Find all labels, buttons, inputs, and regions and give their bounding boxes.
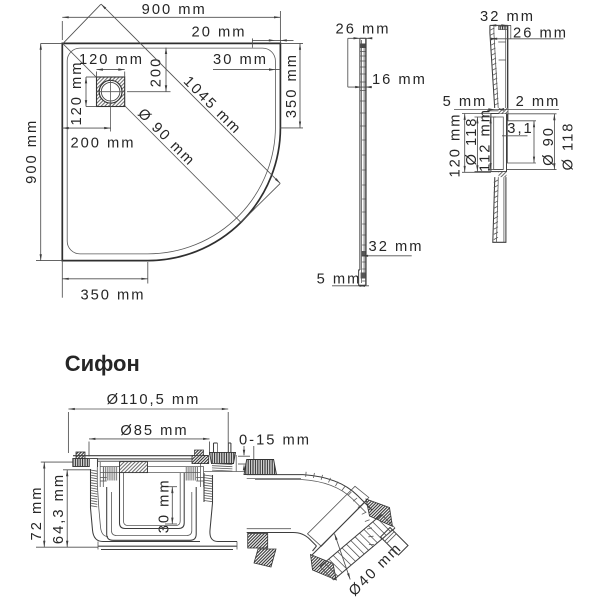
svg-text:200 mm: 200 mm <box>70 136 135 152</box>
svg-text:0-15 mm: 0-15 mm <box>239 432 311 448</box>
svg-text:16 mm: 16 mm <box>372 72 427 88</box>
svg-text:26 mm: 26 mm <box>513 25 568 41</box>
svg-text:120 mm: 120 mm <box>69 60 85 125</box>
svg-text:350 mm: 350 mm <box>284 53 300 118</box>
svg-text:112 mm: 112 mm <box>478 108 494 172</box>
svg-text:Ø 118: Ø 118 <box>561 122 577 171</box>
svg-text:120 mm: 120 mm <box>448 112 464 177</box>
svg-text:Сифон: Сифон <box>65 351 140 376</box>
svg-text:2 mm: 2 mm <box>516 94 561 110</box>
svg-text:26 mm: 26 mm <box>336 22 391 38</box>
svg-text:32 mm: 32 mm <box>369 239 424 255</box>
svg-text:900 mm: 900 mm <box>24 119 40 184</box>
svg-text:Ø110,5 mm: Ø110,5 mm <box>107 392 201 408</box>
svg-text:5 mm: 5 mm <box>443 94 488 110</box>
svg-text:350 mm: 350 mm <box>80 288 145 304</box>
svg-text:120 mm: 120 mm <box>79 52 144 68</box>
svg-text:3,1: 3,1 <box>507 121 533 137</box>
svg-text:72 mm: 72 mm <box>29 486 45 541</box>
svg-text:Ø 90: Ø 90 <box>541 126 557 166</box>
svg-text:30 mm: 30 mm <box>213 52 268 68</box>
svg-text:64,3 mm: 64,3 mm <box>51 473 67 544</box>
svg-text:5 mm: 5 mm <box>317 272 362 288</box>
svg-text:30 mm: 30 mm <box>157 478 173 533</box>
svg-text:20 mm: 20 mm <box>192 24 247 40</box>
svg-text:200: 200 <box>149 57 165 88</box>
svg-text:Ø85 mm: Ø85 mm <box>120 423 188 439</box>
svg-text:900 mm: 900 mm <box>142 2 207 18</box>
svg-text:Ø 118: Ø 118 <box>464 117 480 166</box>
svg-text:32 mm: 32 mm <box>480 9 535 25</box>
